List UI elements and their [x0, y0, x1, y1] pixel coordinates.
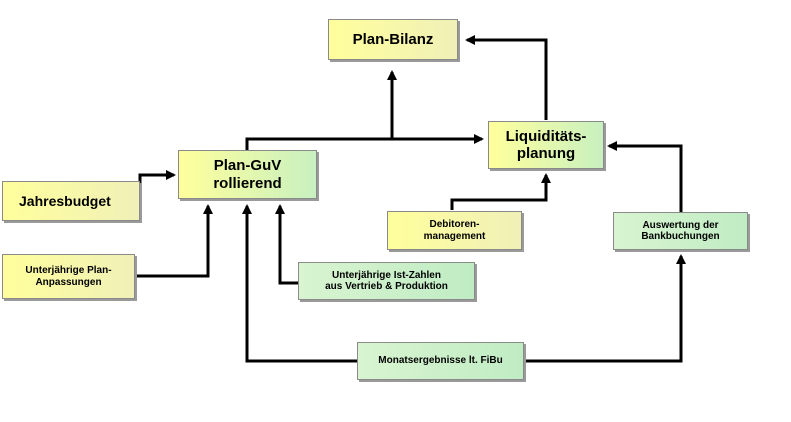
node-plan-anpassungen: Unterjährige Plan- Anpassungen	[2, 254, 135, 299]
node-debitoren-label-2: management	[423, 230, 486, 242]
node-debitorenmanagement: Debitoren- management	[387, 211, 522, 250]
node-ist-zahlen-label-2: aus Vertrieb & Produktion	[325, 281, 448, 292]
arrow-guv-to-bilanz	[245, 70, 397, 150]
node-bankbuchungen-label-2: Bankbuchungen	[641, 231, 720, 242]
arrow-jahresbudget-to-guv	[138, 170, 176, 199]
node-monatsergebnisse-label: Monatsergebnisse lt. FiBu	[378, 355, 503, 367]
node-plan-guv: Plan-GuV rollierend	[178, 150, 317, 199]
node-liquiditaet-label-1: Liquiditäts-	[505, 127, 587, 145]
arrow-bank-to-liquiditaet	[607, 141, 683, 212]
arrow-monats-to-bank	[524, 254, 686, 363]
node-liquiditaet-label-2: planung	[516, 145, 576, 162]
node-bankbuchungen-label-1: Auswertung der	[642, 219, 719, 231]
node-plan-anpassungen-label-1: Unterjährige Plan-	[25, 265, 112, 276]
node-ist-zahlen: Unterjährige Ist-Zahlen aus Vertrieb & P…	[298, 262, 475, 300]
arrow-istzahlen-to-guv	[275, 204, 298, 285]
node-plan-bilanz-label: Plan-Bilanz	[352, 30, 434, 48]
node-ist-zahlen-label-1: Unterjährige Ist-Zahlen	[332, 269, 441, 281]
node-plan-anpassungen-label-2: Anpassungen	[35, 276, 102, 288]
arrow-liquiditaet-to-bilanz	[465, 35, 548, 120]
node-monatsergebnisse: Monatsergebnisse lt. FiBu	[357, 342, 524, 380]
node-debitoren-label-1: Debitoren-	[429, 219, 480, 230]
node-plan-guv-label-2: rollierend	[213, 174, 282, 192]
arrow-debitoren-to-liquiditaet	[450, 173, 551, 210]
node-jahresbudget-label: Jahresbudget	[19, 192, 111, 209]
node-bankbuchungen: Auswertung der Bankbuchungen	[613, 212, 748, 250]
arrow-anpassungen-to-guv	[136, 204, 213, 278]
node-plan-guv-label-1: Plan-GuV	[213, 157, 282, 175]
node-plan-bilanz: Plan-Bilanz	[328, 19, 458, 60]
node-jahresbudget: Jahresbudget	[2, 181, 140, 221]
node-liquiditaetsplanung: Liquiditäts- planung	[488, 121, 604, 169]
arrow-monats-to-guv	[242, 204, 357, 363]
